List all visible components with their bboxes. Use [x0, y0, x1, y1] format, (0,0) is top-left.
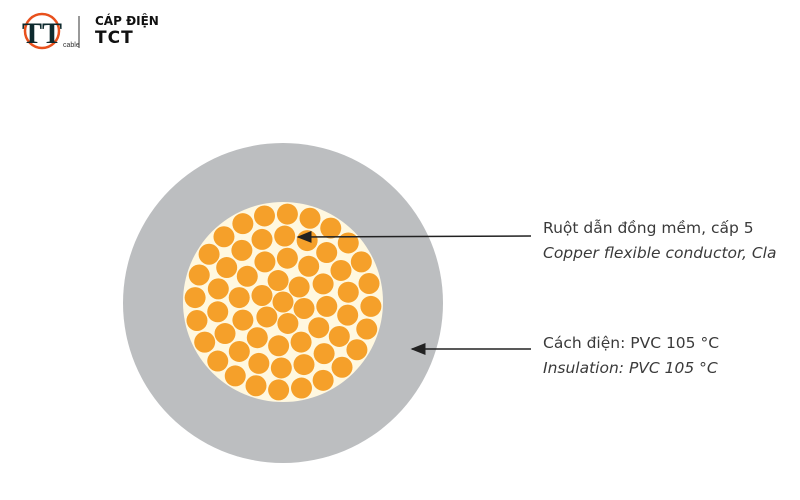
conductor-label-en: Copper flexible conductor, Cla — [543, 244, 777, 262]
copper-strand — [312, 369, 334, 391]
copper-strand — [224, 365, 246, 387]
copper-strand — [360, 295, 382, 317]
copper-strand — [236, 265, 258, 287]
logo-brand-line2: TCT — [95, 28, 134, 48]
copper-strand — [267, 270, 289, 292]
copper-strand — [358, 273, 380, 295]
copper-strand — [228, 340, 250, 362]
copper-strand — [299, 207, 321, 229]
conductor-label-vi: Ruột dẫn đồng mềm, cấp 5 — [543, 219, 754, 237]
copper-strand — [290, 331, 312, 353]
copper-strand — [337, 232, 359, 254]
copper-strand — [350, 251, 372, 273]
copper-strand — [272, 291, 294, 313]
copper-strand — [228, 287, 250, 309]
copper-strand — [337, 304, 359, 326]
copper-strand — [308, 317, 330, 339]
copper-strand — [316, 242, 338, 264]
copper-strand — [207, 301, 229, 323]
conductor-arrow — [296, 230, 532, 243]
copper-strands — [184, 203, 382, 401]
copper-strand — [248, 352, 270, 374]
copper-strand — [268, 379, 290, 401]
svg-text:cable: cable — [63, 42, 80, 49]
copper-strand — [312, 273, 334, 295]
copper-strand — [194, 331, 216, 353]
copper-strand — [216, 257, 238, 279]
copper-strand — [268, 335, 290, 357]
copper-strand — [231, 239, 253, 261]
copper-strand — [337, 281, 359, 303]
copper-strand — [232, 213, 254, 235]
logo-brand-line1: CÁP ĐIỆN — [95, 14, 159, 28]
copper-strand — [207, 350, 229, 372]
svg-text:TT: TT — [22, 17, 62, 50]
copper-strand — [320, 217, 342, 239]
copper-strand — [276, 203, 298, 225]
copper-strand — [331, 356, 353, 378]
copper-strand — [270, 357, 292, 379]
copper-strand — [328, 325, 350, 347]
copper-strand — [254, 205, 276, 227]
logo-mark: TT cable — [22, 12, 80, 50]
copper-strand — [316, 295, 338, 317]
copper-strand — [290, 377, 312, 399]
copper-strand — [330, 259, 352, 281]
copper-strand — [313, 343, 335, 365]
copper-strand — [188, 264, 210, 286]
copper-strand — [288, 276, 310, 298]
copper-strand — [293, 354, 315, 376]
copper-strand — [198, 243, 220, 265]
copper-strand — [298, 255, 320, 277]
copper-strand — [251, 284, 273, 306]
copper-strand — [277, 312, 299, 334]
insulation-label-vi: Cách điện: PVC 105 °C — [543, 334, 720, 352]
copper-strand — [276, 247, 298, 269]
copper-strand — [186, 309, 208, 331]
copper-strand — [346, 339, 368, 361]
copper-strand — [356, 318, 378, 340]
copper-strand — [214, 323, 236, 345]
copper-strand — [256, 306, 278, 328]
copper-strand — [184, 287, 206, 309]
copper-strand — [274, 225, 296, 247]
copper-strand — [207, 278, 229, 300]
copper-strand — [245, 375, 267, 397]
copper-strand — [293, 298, 315, 320]
copper-strand — [232, 309, 254, 331]
copper-strand — [246, 327, 268, 349]
copper-strand — [251, 228, 273, 250]
insulation-label-en: Insulation: PVC 105 °C — [543, 359, 718, 377]
copper-strand — [296, 230, 318, 252]
copper-strand — [254, 251, 276, 273]
logo: TT cable CÁP ĐIỆN TCT — [16, 10, 159, 50]
copper-strand — [213, 226, 235, 248]
